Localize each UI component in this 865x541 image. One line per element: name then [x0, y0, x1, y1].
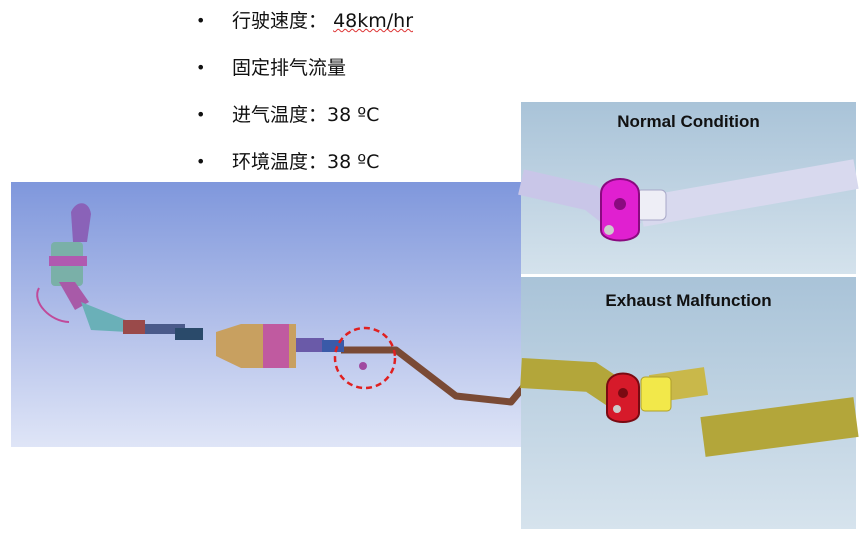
pipe-clamp: [640, 376, 672, 412]
normal-condition-drawing: [518, 159, 859, 242]
fault-highlight-circle: [333, 326, 397, 390]
converter-shield: [263, 324, 289, 368]
front-pipe: [81, 302, 129, 332]
tail-pipe: [341, 346, 529, 406]
speed-label: 行驶速度：: [232, 10, 328, 32]
flex-joint: [175, 328, 203, 340]
manifold-runner: [71, 203, 91, 242]
joint: [123, 320, 145, 334]
normal-condition-panel: Normal Condition: [518, 102, 859, 274]
hanger-pin: [613, 405, 621, 413]
hanger-hole: [618, 388, 628, 398]
detached-pipe: [700, 397, 859, 457]
ambient-temp-value: 38 ºC: [327, 151, 380, 173]
intake-temp-value: 38 ºC: [327, 104, 380, 126]
exhaust-malfunction-title: Exhaust Malfunction: [605, 291, 772, 310]
ambient-temp-label: 环境温度：: [232, 151, 328, 173]
mid-pipe: [145, 324, 185, 334]
flange: [49, 256, 87, 266]
pipe-right: [638, 159, 859, 227]
pipe-clamp: [635, 189, 667, 221]
hanger-marker: [359, 362, 367, 370]
normal-condition-title: Normal Condition: [617, 112, 760, 131]
bullet-icon: •: [196, 11, 206, 30]
hanger-pin: [604, 225, 614, 235]
sensor-wire: [36, 287, 70, 323]
outlet-pipe: [296, 338, 324, 352]
exhaust-system-render: [11, 182, 529, 447]
exhaust-system-drawing: [36, 203, 529, 406]
exhaust-flow-label: 固定排气流量: [232, 57, 347, 79]
malfunction-drawing: [520, 358, 859, 457]
bullet-icon: •: [196, 105, 206, 124]
exhaust-malfunction-panel: Exhaust Malfunction: [520, 277, 859, 529]
speed-value: 48km/hr: [333, 10, 414, 32]
bullet-icon: •: [196, 58, 206, 77]
intake-temp-label: 进气温度：: [232, 104, 328, 126]
hanger-hole: [614, 198, 626, 210]
outlet-flange: [322, 340, 344, 352]
bullet-icon: •: [196, 152, 206, 171]
